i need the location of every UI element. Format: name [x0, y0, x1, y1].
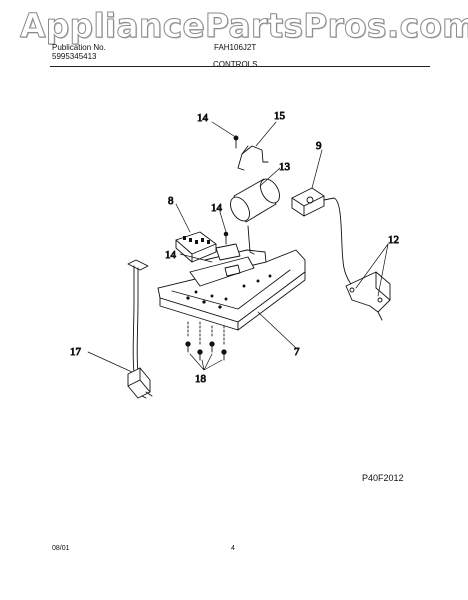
leader-lines [87, 121, 389, 373]
header-rule [50, 66, 430, 67]
callout-8: 8 [168, 195, 174, 207]
callout-14-middle: 14 [211, 202, 223, 214]
section-title: CONTROLS [213, 60, 258, 69]
callout-14-left: 14 [165, 249, 177, 261]
thermostat-bracket [345, 271, 391, 321]
control-box-tray [157, 243, 306, 331]
callout-17: 17 [70, 346, 82, 358]
callout-14-top: 14 [197, 112, 209, 124]
capacitor [230, 178, 280, 255]
callout-7: 7 [294, 346, 300, 358]
screw-top [233, 135, 239, 149]
callout-13: 13 [279, 161, 291, 173]
callout-9: 9 [316, 140, 322, 152]
screw-middle [223, 231, 229, 245]
selector-switch [175, 231, 217, 263]
screws-set [185, 319, 227, 361]
capacitor-strap [237, 145, 269, 171]
diagram-code: P40F2012 [362, 473, 404, 483]
page-number: 4 [231, 545, 235, 552]
model-number: FAH106J2T [214, 43, 257, 52]
callout-15: 15 [274, 110, 286, 122]
watermark-logo: AppliancePartsPros.com [20, 6, 468, 46]
publication-number: 5995345413 [52, 52, 97, 61]
callout-12: 12 [388, 234, 399, 246]
footer-date: 08/01 [52, 545, 70, 552]
publication-label: Publication No. [52, 43, 106, 52]
power-cord [127, 259, 153, 399]
callout-18: 18 [195, 373, 207, 385]
